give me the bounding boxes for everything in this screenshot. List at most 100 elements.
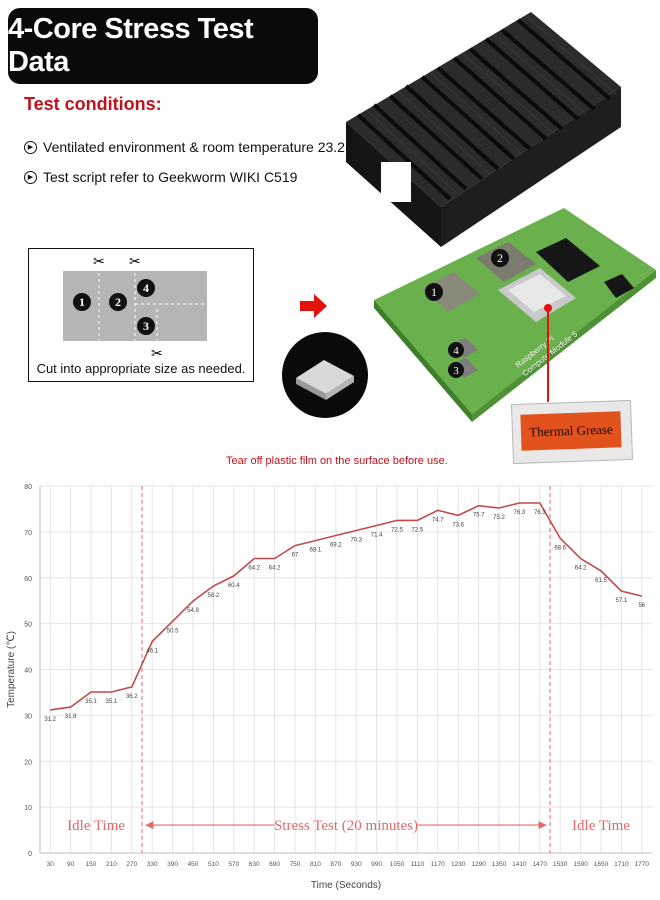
x-tick-label: 1230	[451, 861, 466, 868]
cut-caption: Cut into appropriate size as needed.	[36, 361, 246, 376]
condition-text: Test script refer to Geekworm WIKI C519	[43, 169, 298, 185]
data-label: 75.2	[493, 515, 505, 521]
cut-diagram: ✂ ✂ ✂ 1 2 4 3 Cut into appropriate size …	[28, 248, 254, 382]
annotation-idle-left: Idle Time	[67, 818, 125, 834]
data-label: 68.1	[310, 548, 322, 554]
cut-lines	[98, 267, 207, 347]
x-tick-label: 1590	[573, 861, 588, 868]
y-tick-label: 20	[24, 759, 32, 766]
scissors-icon: ✂	[129, 253, 141, 269]
x-tick-label: 750	[290, 861, 301, 868]
data-label: 72.5	[412, 527, 424, 533]
x-tick-label: 1050	[390, 861, 405, 868]
x-tick-label: 30	[47, 861, 55, 868]
y-tick-label: 10	[24, 805, 32, 812]
x-tick-label: 810	[310, 861, 321, 868]
x-tick-label: 90	[67, 861, 75, 868]
arrowhead-icon	[538, 821, 547, 830]
tear-note: Tear off plastic film on the surface bef…	[226, 455, 448, 467]
x-tick-label: 1770	[635, 861, 650, 868]
x-tick-label: 870	[330, 861, 341, 868]
data-label: 76.3	[534, 510, 546, 516]
x-tick-label: 570	[228, 861, 239, 868]
data-label: 56	[638, 603, 645, 609]
annotation-idle-right: Idle Time	[572, 818, 630, 834]
phase-annotations: Idle Time Stress Test (20 minutes) Idle …	[67, 818, 630, 834]
data-label: 58.2	[208, 593, 220, 599]
y-tick-label: 40	[24, 668, 32, 675]
data-label: 67	[292, 553, 299, 559]
x-axis-label: Time (Seconds)	[311, 880, 381, 891]
play-circle-icon: ▶	[24, 140, 37, 154]
x-tick-label: 1170	[431, 861, 445, 868]
annotation-stress-test: Stress Test (20 minutes)	[274, 818, 418, 834]
data-label: 36.2	[126, 694, 138, 700]
condition-text: Ventilated environment & room temperatur…	[43, 138, 365, 155]
x-tick-label: 1410	[512, 861, 527, 868]
data-label: 64.2	[575, 565, 587, 571]
x-tick-label: 630	[249, 861, 260, 868]
arrowhead-icon	[145, 821, 154, 830]
data-label: 71.4	[371, 532, 383, 538]
y-tick-label: 70	[24, 530, 32, 537]
pad-number: 1	[431, 285, 437, 299]
series-line	[50, 502, 642, 711]
condition-item: ▶ Ventilated environment & room temperat…	[24, 132, 365, 162]
chart-grid	[40, 485, 652, 854]
page-title: 4-Core Stress Test Data	[8, 13, 254, 78]
y-tick-label: 30	[24, 713, 32, 720]
play-circle-icon: ▶	[24, 170, 37, 184]
data-label: 64.2	[269, 565, 281, 571]
conditions-heading: Test conditions:	[24, 94, 162, 114]
x-tick-label: 1290	[471, 861, 486, 868]
x-tick-label: 930	[351, 861, 362, 868]
data-label: 64.2	[248, 565, 260, 571]
phase-boundaries	[141, 486, 551, 853]
conditions-list: ▶ Ventilated environment & room temperat…	[24, 132, 365, 192]
thermal-grease-pack-image: Thermal Grease	[510, 399, 634, 465]
title-banner: 4-Core Stress Test Data	[8, 8, 318, 84]
data-label: 60.4	[228, 583, 240, 589]
data-label: 72.5	[391, 527, 403, 533]
y-tick-label: 80	[24, 484, 32, 491]
data-label: 74.7	[432, 517, 444, 523]
y-tick-label: 60	[24, 576, 32, 583]
x-tick-label: 270	[126, 861, 137, 868]
data-label: 46.1	[146, 649, 158, 655]
x-tick-label: 210	[106, 861, 117, 868]
data-label: 76.3	[514, 510, 526, 516]
x-tick-label: 150	[86, 861, 97, 868]
scissors-icon: ✂	[151, 345, 163, 361]
x-tick-label: 510	[208, 861, 219, 868]
cm5-board-image: 1 2 4 3 Raspberry Pi Compute Module 5	[374, 208, 656, 422]
pad-number: 1	[73, 293, 91, 311]
data-label: 69.2	[330, 543, 342, 549]
pad-number: 3	[137, 317, 155, 335]
data-label: 68.6	[554, 545, 566, 551]
x-tick-label: 990	[371, 861, 382, 868]
x-tick-label: 390	[167, 861, 178, 868]
data-label: 35.1	[106, 699, 118, 705]
data-label: 31.8	[65, 714, 77, 720]
y-axis-label: Temperature (℃)	[6, 631, 17, 708]
data-label: 61.5	[595, 578, 607, 584]
data-label: 75.7	[473, 513, 485, 519]
heatsink-image	[346, 12, 621, 247]
data-label: 35.1	[85, 699, 97, 705]
red-arrow-icon	[300, 294, 327, 318]
y-tick-label: 0	[28, 851, 32, 858]
x-tick-label: 1710	[614, 861, 629, 868]
data-label: 50.5	[167, 628, 179, 634]
data-label: 31.2	[44, 717, 56, 723]
condition-item: ▶ Test script refer to Geekworm WIKI C51…	[24, 162, 365, 192]
x-tick-label: 1470	[533, 861, 548, 868]
data-label: 70.3	[350, 537, 362, 543]
pad-number: 2	[497, 251, 503, 265]
x-tick-label: 450	[188, 861, 199, 868]
x-tick-label: 1350	[492, 861, 507, 868]
x-tick-label: 1110	[411, 861, 425, 868]
x-tick-label: 1530	[553, 861, 568, 868]
